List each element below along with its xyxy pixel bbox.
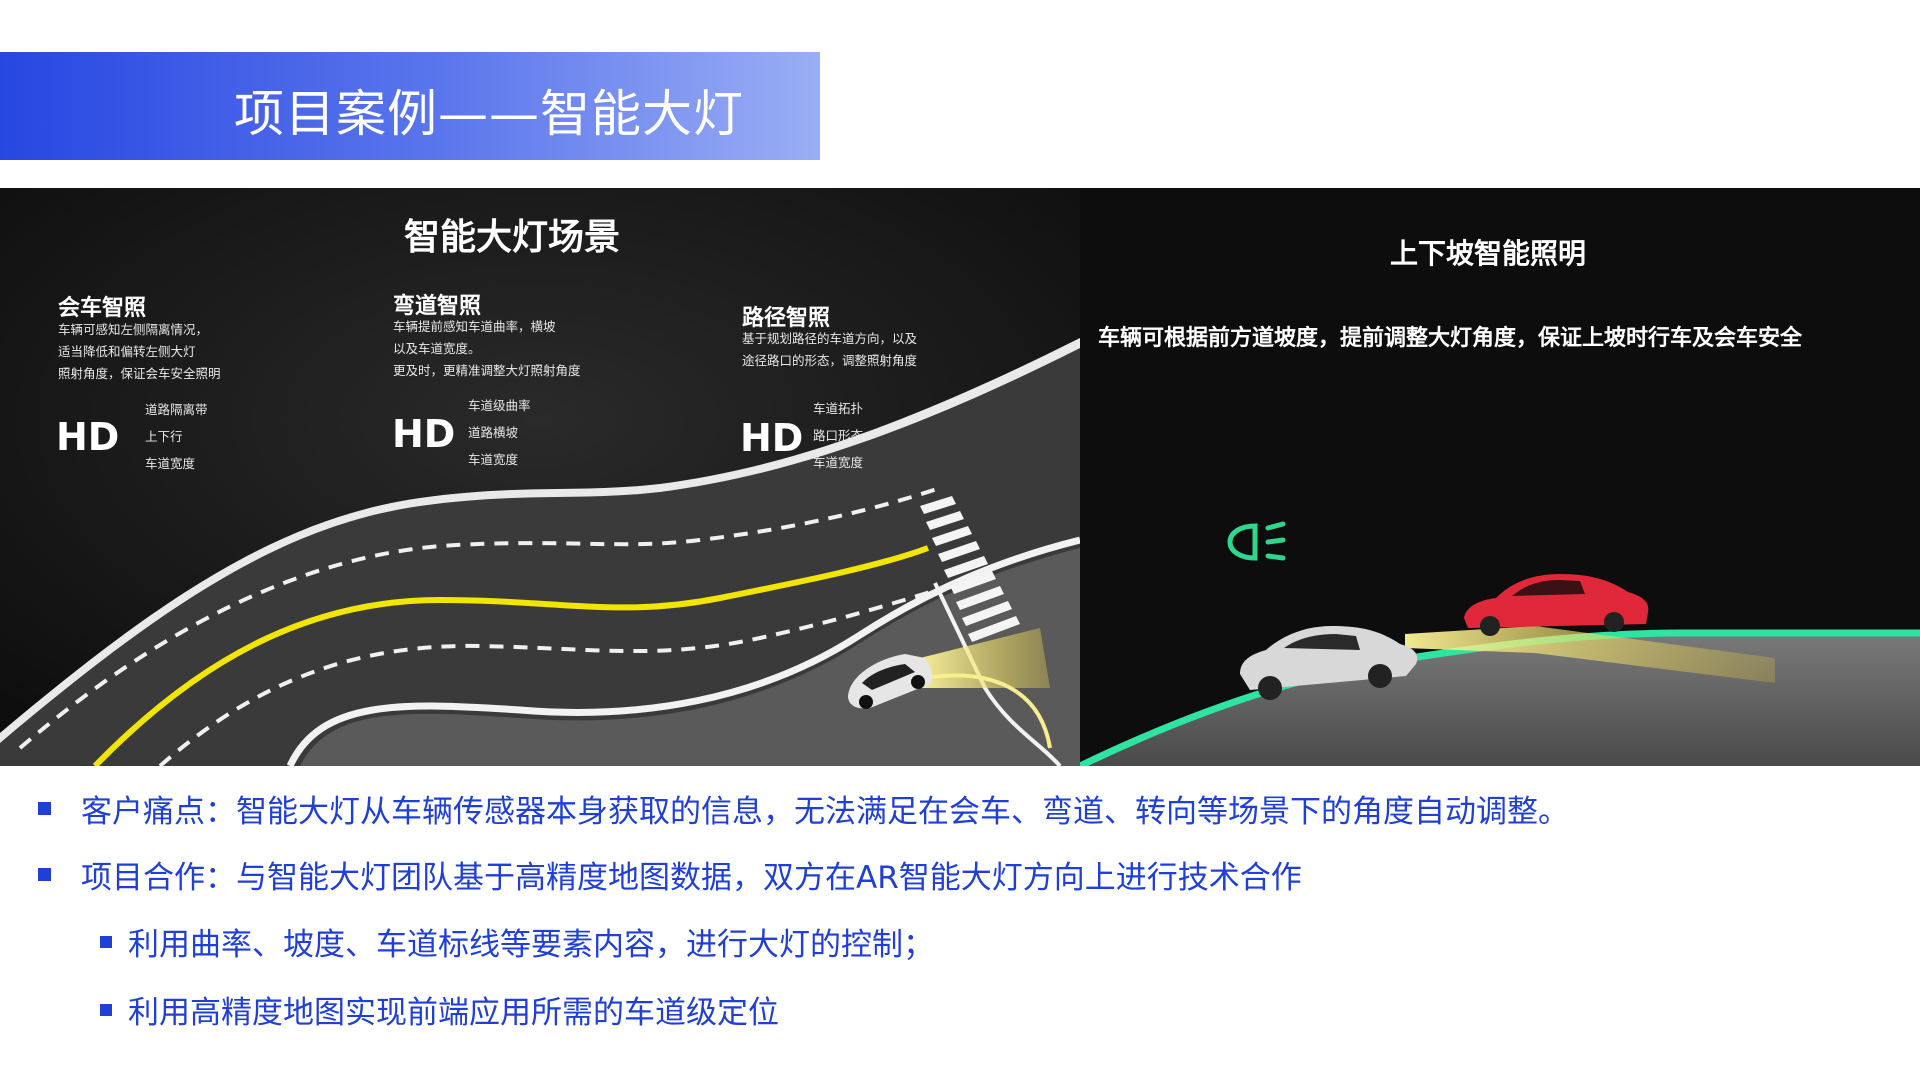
bullet-square-icon xyxy=(38,868,51,881)
beam-curve xyxy=(924,673,1052,749)
car-icon xyxy=(848,654,933,709)
scenario-heading: 会车智照 xyxy=(58,296,147,321)
feature-list: 车道拓扑 路口形态 车道宽度 xyxy=(813,395,863,476)
feature-item: 车道宽度 xyxy=(813,455,864,470)
headlight-scene-panel: 智能大灯场景 会车智照 车辆可感知左侧隔离情况， 适当降低和偏转左侧大灯 照射角… xyxy=(0,188,1080,766)
sub-bullet-item: 利用高精度地图实现前端应用所需的车道级定位 xyxy=(100,987,779,1032)
bullet-text: 项目合作：与智能大灯团队基于高精度地图数据，双方在AR智能大灯方向上进行技术合作 xyxy=(81,860,1302,896)
bullet-text: 利用曲率、坡度、车道标线等要素内容，进行大灯的控制； xyxy=(128,927,934,963)
bullet-square-icon xyxy=(100,935,112,948)
feature-list: 道路隔离带 上下行 车道宽度 xyxy=(145,396,208,477)
sub-bullet-item: 利用曲率、坡度、车道标线等要素内容，进行大灯的控制； xyxy=(100,919,934,964)
feature-item: 上下行 xyxy=(145,429,183,444)
yellow-center-line xyxy=(92,545,930,766)
red-car-icon xyxy=(1464,574,1649,636)
bullet-item: 客户痛点：智能大灯从车辆传感器本身获取的信息，无法满足在会车、弯道、转向等场景下… xyxy=(38,786,1569,831)
scenario-description: 基于规划路径的车道方向，以及 途径路口的形态，调整照射角度 xyxy=(742,328,917,372)
scenario-heading: 路径智照 xyxy=(742,306,831,331)
bullet-text: 客户痛点：智能大灯从车辆传感器本身获取的信息，无法满足在会车、弯道、转向等场景下… xyxy=(81,794,1569,830)
feature-item: 车道拓扑 xyxy=(813,401,864,416)
turn-guide-line xyxy=(933,582,1062,766)
description-line: 照射角度，保证会车安全照明 xyxy=(58,366,221,381)
slope-illustration xyxy=(1080,188,1920,766)
feature-item: 车道宽度 xyxy=(468,452,519,467)
headlight-beam xyxy=(920,628,1050,688)
scenario-description: 车辆可感知左侧隔离情况， 适当降低和偏转左侧大灯 照射角度，保证会车安全照明 xyxy=(58,319,221,385)
ground-area xyxy=(300,548,1080,766)
feature-item: 车道级曲率 xyxy=(468,398,531,413)
hd-badge: HD xyxy=(740,416,804,460)
hd-badge: HD xyxy=(392,412,456,456)
description-line: 车辆提前感知车道曲率，横坡 xyxy=(393,319,556,334)
title-banner: 项目案例——智能大灯 xyxy=(0,52,820,160)
bullet-item: 项目合作：与智能大灯团队基于高精度地图数据，双方在AR智能大灯方向上进行技术合作 xyxy=(38,852,1302,897)
headlight-beam xyxy=(1405,626,1775,683)
lane-line-upper xyxy=(18,486,941,750)
slope-title: 上下坡智能照明 xyxy=(1390,237,1587,270)
slope-description: 车辆可根据前方道坡度，提前调整大灯角度，保证上坡时行车及会车安全 xyxy=(1098,326,1803,351)
description-line: 更及时，更精准调整大灯照射角度 xyxy=(393,363,581,378)
scenario-heading: 弯道智照 xyxy=(393,294,482,319)
feature-item: 车道宽度 xyxy=(145,456,196,471)
white-car-icon xyxy=(1240,626,1418,700)
description-line: 途径路口的形态，调整照射角度 xyxy=(742,353,918,368)
crosswalk xyxy=(920,496,1020,642)
road-edge-lower xyxy=(286,536,1080,766)
page-title: 项目案例——智能大灯 xyxy=(234,85,744,143)
slope-lighting-panel: 上下坡智能照明 车辆可根据前方道坡度，提前调整大灯角度，保证上坡时行车及会车安全 xyxy=(1080,188,1920,766)
scene-title: 智能大灯场景 xyxy=(404,217,621,258)
curved-road-illustration xyxy=(0,188,1080,766)
feature-item: 道路隔离带 xyxy=(145,402,208,417)
scenario-description: 车辆提前感知车道曲率，横坡 以及车道宽度。 更及时，更精准调整大灯照射角度 xyxy=(393,316,581,382)
feature-item: 路口形态 xyxy=(813,428,864,443)
bullet-square-icon xyxy=(38,802,51,815)
description-line: 车辆可感知左侧隔离情况， xyxy=(58,322,209,337)
hd-badge: HD xyxy=(56,415,120,459)
headlight-icon xyxy=(1227,521,1286,561)
feature-list: 车道级曲率 道路横坡 车道宽度 xyxy=(468,392,531,473)
bullet-square-icon xyxy=(100,1003,112,1016)
description-line: 以及车道宽度。 xyxy=(393,341,481,356)
description-line: 适当降低和偏转左侧大灯 xyxy=(58,344,196,359)
bullet-text: 利用高精度地图实现前端应用所需的车道级定位 xyxy=(128,995,779,1031)
lane-line-lower xyxy=(158,581,961,766)
description-line: 基于规划路径的车道方向，以及 xyxy=(742,331,918,346)
feature-item: 道路横坡 xyxy=(468,425,519,440)
